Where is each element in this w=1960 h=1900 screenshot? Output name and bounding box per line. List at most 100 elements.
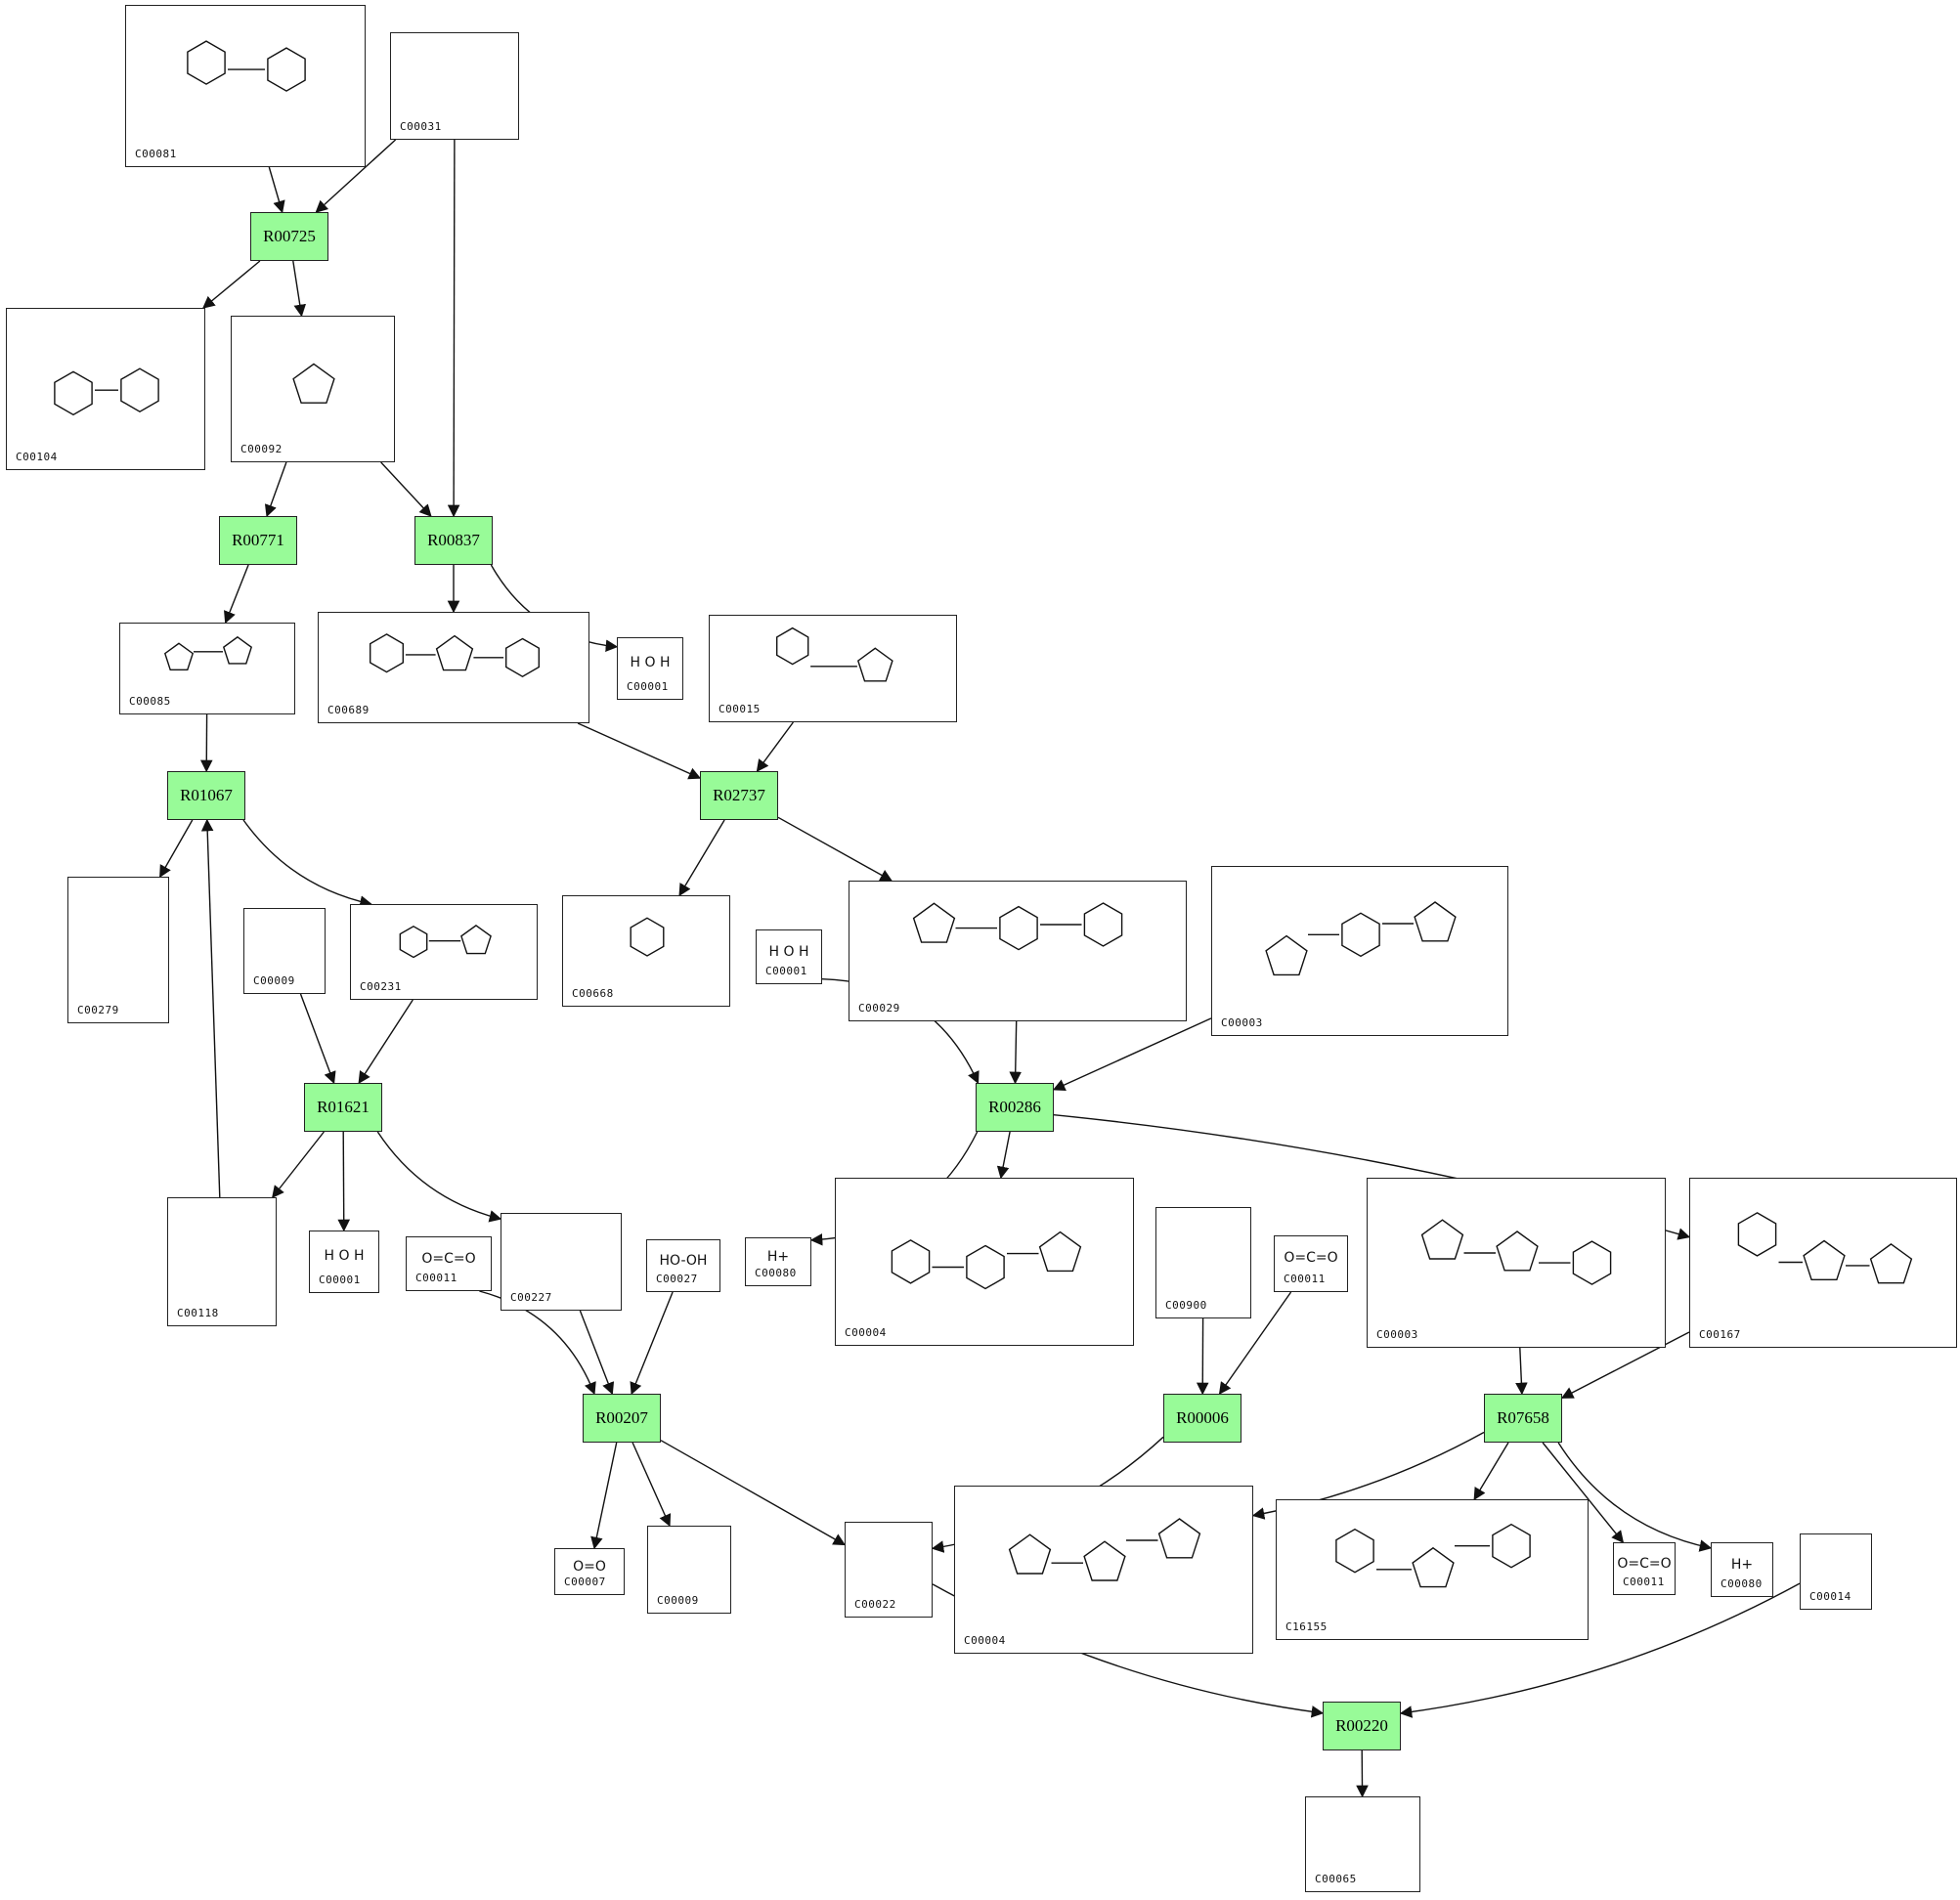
compound-c00029[interactable]: C00029	[849, 881, 1187, 1021]
compound-c00689[interactable]: C00689	[318, 612, 589, 723]
reaction-r00006[interactable]: R00006	[1163, 1394, 1241, 1443]
compound-id-label: C00900	[1165, 1299, 1207, 1312]
compound-formula: HO-OH	[659, 1252, 708, 1269]
reaction-r00207[interactable]: R00207	[583, 1394, 661, 1443]
compound-c00900[interactable]: C00900	[1155, 1207, 1251, 1318]
reaction-r00771[interactable]: R00771	[219, 516, 297, 565]
compound-c00027[interactable]: HO-OH C00027	[646, 1239, 720, 1292]
compound-id-label: C00014	[1809, 1590, 1851, 1603]
compound-c00004[interactable]: C00004	[835, 1178, 1134, 1346]
edge-arrow	[1515, 1347, 1528, 1396]
reaction-r01621[interactable]: R01621	[304, 1083, 382, 1132]
structure-graphic	[776, 626, 893, 682]
reaction-r01067[interactable]: R01067	[167, 771, 245, 820]
compound-c00031[interactable]: C00031	[390, 32, 519, 140]
reaction-r00220[interactable]: R00220	[1323, 1702, 1401, 1750]
compound-c00118[interactable]: C00118	[167, 1197, 277, 1326]
compound-id-label: C00003	[1376, 1328, 1418, 1341]
edge-arrow	[577, 722, 702, 780]
reaction-r07658[interactable]: R07658	[1484, 1394, 1562, 1443]
compound-c00279[interactable]: C00279	[67, 877, 169, 1023]
reaction-r02737[interactable]: R02737	[700, 771, 778, 820]
compound-c00227[interactable]: C00227	[501, 1213, 622, 1311]
structure-graphic	[891, 1231, 1082, 1290]
reaction-r00286[interactable]: R00286	[976, 1083, 1054, 1132]
compound-c00065[interactable]: C00065	[1305, 1796, 1420, 1892]
compound-c00022[interactable]: C00022	[845, 1522, 933, 1618]
compound-id-label: C00279	[77, 1004, 119, 1016]
compound-c00009[interactable]: C00009	[243, 908, 326, 994]
compound-formula: O=C=O	[1617, 1555, 1672, 1572]
reaction-r00837[interactable]: R00837	[414, 516, 493, 565]
compound-id-label: C00015	[719, 703, 761, 715]
edge-arrow	[1473, 1442, 1509, 1501]
compound-id-label: C00001	[627, 680, 669, 693]
structure-graphic	[1265, 901, 1457, 976]
edge-arrow	[268, 166, 285, 214]
compound-c00004[interactable]: C00004	[954, 1486, 1253, 1654]
compound-id-label: C00007	[564, 1576, 606, 1588]
structure-graphic	[1008, 1518, 1201, 1581]
compound-c00011[interactable]: O=C=O C00011	[406, 1236, 492, 1291]
compound-c00080[interactable]: H+C00080	[1711, 1542, 1773, 1597]
compound-c16155[interactable]: C16155	[1276, 1499, 1589, 1640]
compound-id-label: C00227	[510, 1291, 552, 1304]
compound-id-label: C00118	[177, 1307, 219, 1319]
edge-arrow	[242, 819, 372, 908]
compound-c00092[interactable]: C00092	[231, 316, 395, 462]
compound-id-label: C00689	[327, 704, 370, 716]
edge-arrow	[630, 1291, 674, 1396]
compound-formula: H O H	[630, 654, 671, 670]
edge-arrow	[1052, 1017, 1212, 1091]
edge-arrow	[1560, 1331, 1690, 1399]
compound-c00009[interactable]: C00009	[647, 1526, 731, 1614]
edge-arrow	[358, 999, 414, 1085]
compound-c00085[interactable]: C00085	[119, 623, 295, 714]
compound-id-label: C00080	[755, 1267, 797, 1279]
structure-graphic	[630, 917, 665, 957]
compound-c00081[interactable]: C00081	[125, 5, 366, 167]
compound-c00231[interactable]: C00231	[350, 904, 538, 1000]
compound-id-label: C00065	[1315, 1873, 1357, 1885]
edge-arrow	[315, 139, 397, 213]
compound-id-label: C00027	[656, 1273, 698, 1285]
compound-c00167[interactable]: C00167	[1689, 1178, 1957, 1348]
edge-arrow	[632, 1442, 672, 1528]
edge-arrow	[337, 1131, 351, 1232]
edge-arrow	[200, 818, 221, 1198]
compound-formula: O=C=O	[421, 1250, 476, 1267]
compound-id-label: C00003	[1221, 1016, 1263, 1029]
structure-graphic	[1737, 1212, 1913, 1284]
compound-c00014[interactable]: C00014	[1800, 1533, 1872, 1610]
edge-arrow	[1009, 1020, 1023, 1085]
compound-id-label: C00011	[415, 1272, 457, 1284]
compound-c00668[interactable]: C00668	[562, 895, 730, 1007]
compound-c00001[interactable]: H O H C00001	[617, 637, 683, 700]
compound-id-label: C00104	[16, 451, 58, 463]
edge-arrow	[579, 1310, 615, 1396]
compound-id-label: C00001	[319, 1274, 361, 1286]
edge-arrow	[376, 1131, 502, 1223]
compound-c00003[interactable]: C00003	[1367, 1178, 1666, 1348]
reaction-r00725[interactable]: R00725	[250, 212, 328, 261]
compound-id-label: C00029	[858, 1002, 900, 1015]
edge-arrow	[292, 260, 307, 318]
compound-id-label: C00031	[400, 120, 442, 133]
compound-id-label: C00004	[845, 1326, 887, 1339]
edge-arrow	[380, 461, 432, 517]
compound-c00003[interactable]: C00003	[1211, 866, 1508, 1036]
compound-id-label: C00080	[1720, 1577, 1763, 1590]
compound-id-label: C00011	[1284, 1273, 1326, 1285]
compound-c00080[interactable]: H+C00080	[745, 1237, 811, 1286]
compound-c00015[interactable]: C00015	[709, 615, 957, 722]
edge-arrow	[447, 139, 460, 518]
edge-arrow	[590, 1442, 618, 1550]
structure-graphic	[1420, 1219, 1612, 1285]
compound-c00104[interactable]: C00104	[6, 308, 205, 470]
